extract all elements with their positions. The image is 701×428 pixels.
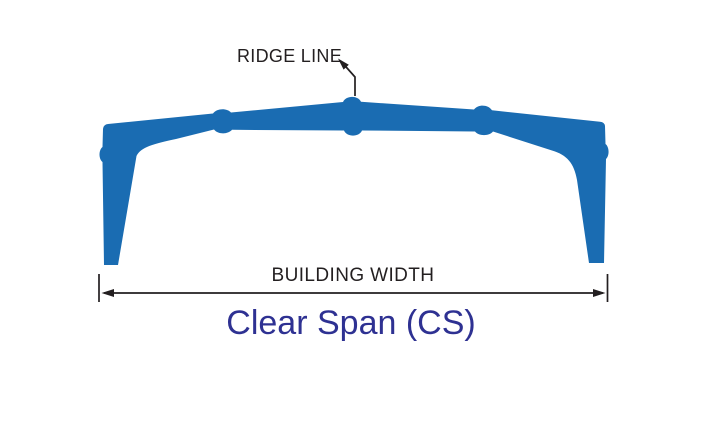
steel-frame-shape	[99, 96, 609, 265]
building-width-dimension	[98, 274, 609, 302]
dimension-arrowhead-left-icon	[101, 289, 114, 297]
ridge-line-label: RIDGE LINE	[237, 46, 343, 66]
ridge-leader-line	[342, 62, 356, 96]
ridge-arrowhead-icon	[338, 58, 349, 70]
ridge-leader-arrow	[338, 58, 356, 96]
diagram-title: Clear Span (CS)	[226, 304, 476, 342]
building-width-label: BUILDING WIDTH	[271, 265, 435, 286]
dimension-arrowhead-right-icon	[593, 289, 606, 297]
